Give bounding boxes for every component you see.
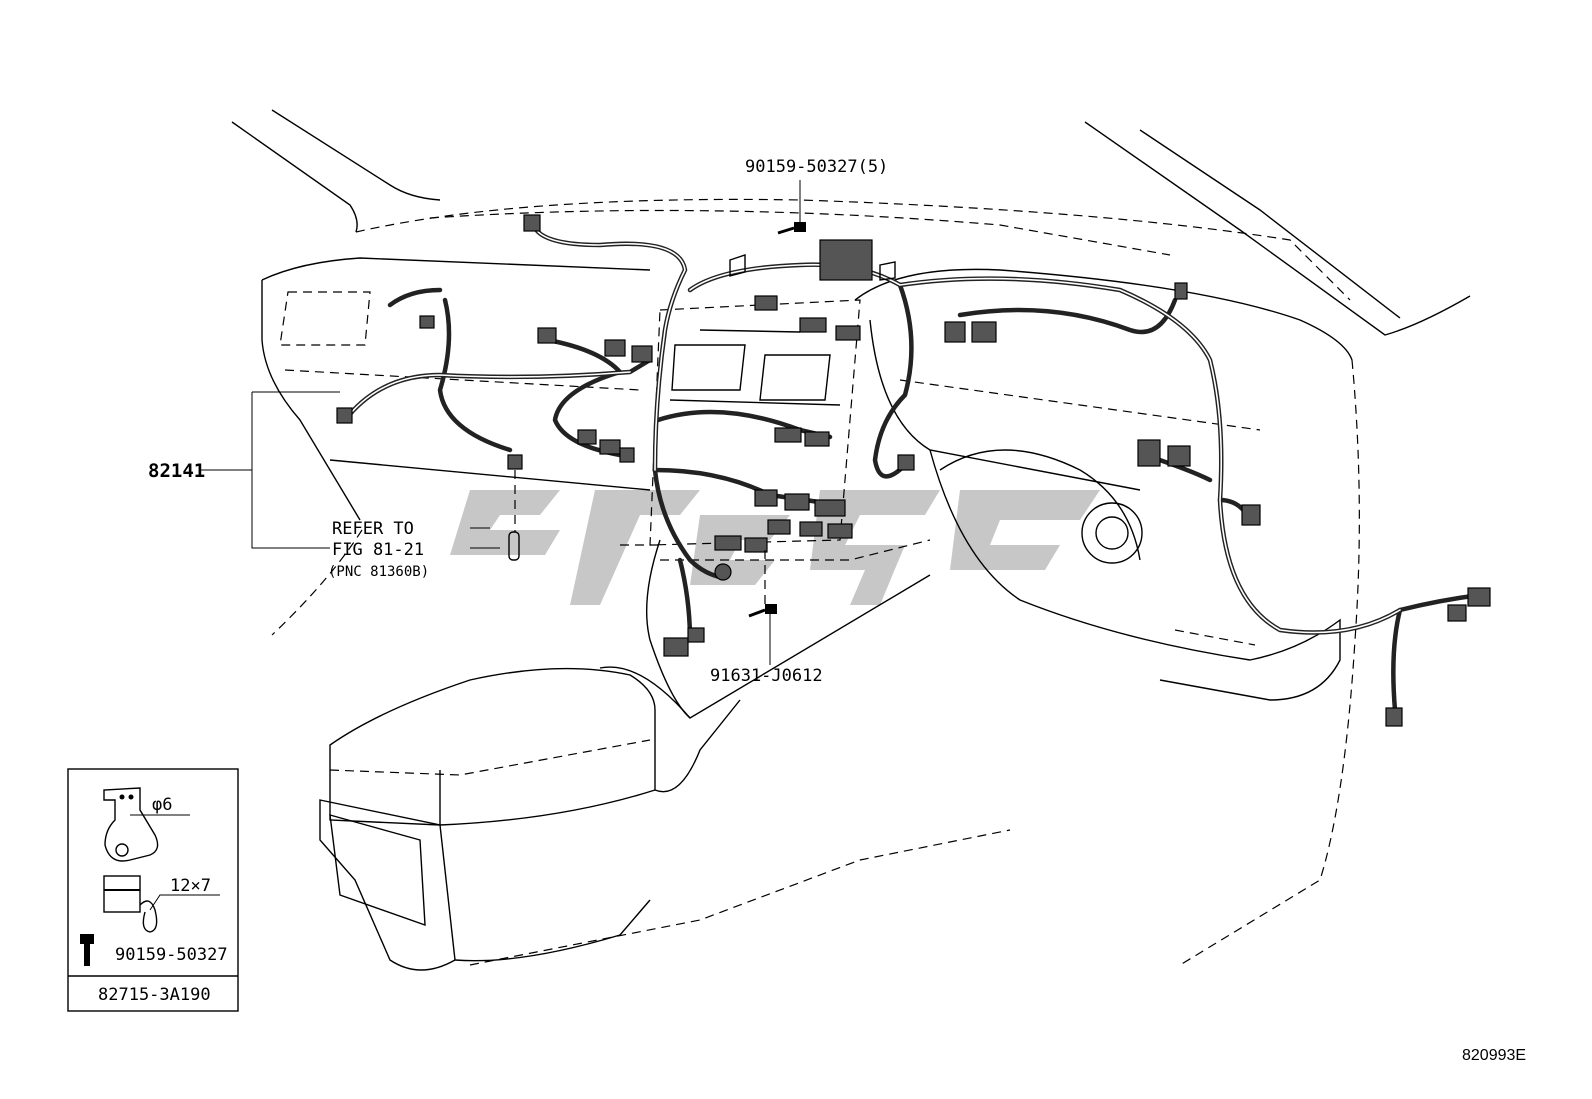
connectors (336, 214, 1491, 727)
inset-bolt-label: 90159-50327 (115, 945, 228, 965)
bolt-top-icon (777, 222, 806, 235)
watermark-logo (450, 490, 1100, 605)
clip-size-label: 12×7 (170, 876, 211, 896)
leader-lines (200, 180, 801, 665)
hole-diameter-label: φ6 (152, 795, 172, 815)
dashboard-outline (231, 109, 1471, 971)
bolt-lower-icon (748, 604, 777, 618)
clip-inset-panel (67, 768, 239, 1012)
refer-line-2: FIG 81-21 (332, 540, 424, 560)
bolt-top-part-label: 90159-50327(5) (745, 157, 888, 177)
refer-line-1: REFER TO (332, 519, 414, 539)
bracket-icon (729, 254, 896, 281)
figure-id: 820993E (1462, 1047, 1526, 1064)
harness-part-label: 82141 (148, 460, 205, 482)
refer-line-3: (PNC 81360B) (328, 564, 429, 580)
bolt-lower-part-label: 91631-J0612 (710, 666, 823, 686)
inset-part-number: 82715-3A190 (98, 985, 211, 1005)
